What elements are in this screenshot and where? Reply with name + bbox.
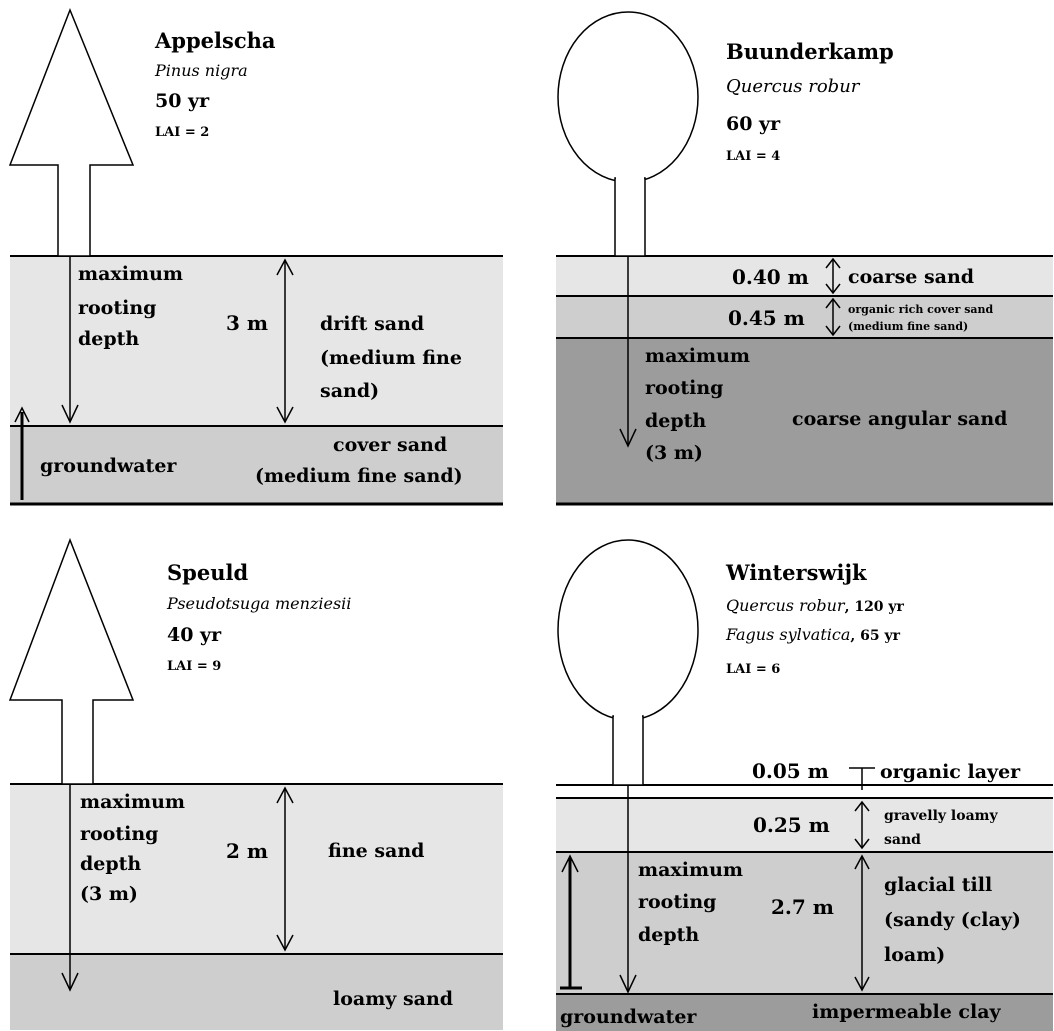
glacial-till-label-3: loam) — [884, 944, 945, 966]
cover-sand-label-2: (medium fine sand) — [255, 465, 463, 487]
layer-depth: 2 m — [226, 839, 268, 863]
species-name: Pinus nigra — [154, 61, 248, 80]
lai-value: LAI = 6 — [726, 662, 780, 677]
rooting-label-1: maximum — [645, 345, 750, 367]
stand-age: 60 yr — [726, 113, 781, 135]
site-name: Winterswijk — [725, 560, 867, 585]
layer-thickness-arrow — [276, 786, 294, 952]
conifer-tree-icon — [8, 7, 135, 257]
coarse-sand-layer — [556, 256, 1053, 296]
loamy-sand-label: loamy sand — [333, 988, 453, 1010]
impermeable-clay-label: impermeable clay — [812, 1001, 1002, 1023]
gravelly-sand-label-2: sand — [884, 832, 921, 848]
organic-sand-label-1: organic rich cover sand — [848, 303, 994, 316]
rooting-label-4: (3 m) — [645, 442, 703, 464]
cover-sand-label-1: cover sand — [333, 434, 447, 456]
coarse-angular-sand-label: coarse angular sand — [792, 408, 1007, 430]
fine-sand-label: fine sand — [328, 840, 424, 862]
panel-buunderkamp: Buunderkamp Quercus robur 60 yr LAI = 4 … — [556, 11, 1053, 506]
drift-sand-label-1: drift sand — [320, 313, 424, 335]
rooting-label-2: rooting — [80, 823, 158, 845]
panel-speuld: Speuld Pseudotsuga menziesii 40 yr LAI =… — [8, 537, 503, 1030]
organic-sand-thickness-arrow — [825, 297, 841, 337]
coarse-angular-sand-layer — [556, 338, 1053, 504]
glacial-till-layer — [556, 852, 1053, 994]
species-name: Quercus robur — [726, 76, 861, 97]
age-1: , 120 yr — [845, 599, 905, 615]
layer-thickness-arrow — [276, 258, 294, 424]
rooting-label-1: maximum — [638, 859, 743, 881]
lai-value: LAI = 2 — [155, 125, 209, 140]
rooting-depth-arrow — [61, 256, 79, 424]
organic-sand-label-2: (medium fine sand) — [848, 320, 968, 333]
glacial-till-label-2: (sandy (clay) — [884, 909, 1021, 931]
rooting-depth-arrow — [619, 785, 637, 994]
layer-depth: 3 m — [226, 311, 268, 335]
coarse-sand-label: coarse sand — [848, 266, 974, 288]
rooting-label-1: maximum — [78, 263, 183, 285]
species-line-2: Fagus sylvatica, 65 yr — [725, 625, 901, 644]
rooting-label-3: depth — [638, 924, 699, 946]
stand-age: 50 yr — [155, 90, 210, 112]
organic-layer-marker — [849, 767, 875, 790]
fine-sand-layer — [10, 784, 503, 954]
organic-cover-sand-layer — [556, 296, 1053, 338]
species-line-1: Quercus robur, 120 yr — [726, 596, 905, 615]
rooting-label-1: maximum — [80, 791, 185, 813]
impermeable-clay-layer — [556, 994, 1053, 1031]
rooting-label-2: rooting — [645, 377, 723, 399]
site-name: Appelscha — [154, 28, 276, 53]
organic-sand-depth: 0.45 m — [728, 306, 805, 330]
rooting-label-2: rooting — [78, 297, 156, 319]
rooting-label-4: (3 m) — [80, 883, 138, 905]
cover-sand-layer — [10, 426, 503, 504]
gravelly-sand-label-1: gravelly loamy — [884, 808, 998, 824]
gravelly-loamy-sand-layer — [556, 798, 1053, 852]
panel-winterswijk: Winterswijk Quercus robur, 120 yr Fagus … — [556, 539, 1053, 1031]
species-name: Pseudotsuga menziesii — [166, 594, 351, 613]
lai-value: LAI = 4 — [726, 149, 780, 164]
conifer-tree-icon — [8, 537, 135, 785]
glacial-till-depth: 2.7 m — [771, 895, 834, 919]
groundwater-arrow — [560, 854, 582, 990]
loamy-sand-layer — [10, 954, 503, 1030]
organic-layer-depth: 0.05 m — [752, 759, 829, 783]
species-name-2: Fagus sylvatica — [725, 625, 850, 644]
species-name-1: Quercus robur — [726, 596, 846, 615]
gravelly-sand-depth: 0.25 m — [753, 813, 830, 837]
drift-sand-label-3: sand) — [320, 380, 379, 402]
gravelly-sand-thickness-arrow — [854, 800, 870, 850]
groundwater-label: groundwater — [560, 1006, 697, 1028]
deciduous-tree-icon — [557, 539, 699, 786]
lai-value: LAI = 9 — [167, 659, 221, 674]
groundwater-arrow — [14, 406, 30, 500]
drift-sand-label-2: (medium fine — [320, 347, 462, 369]
glacial-till-thickness-arrow — [854, 854, 870, 992]
age-2: , 65 yr — [850, 628, 900, 644]
rooting-depth-arrow — [61, 784, 79, 992]
rooting-label-2: rooting — [638, 891, 716, 913]
organic-layer-label: organic layer — [880, 761, 1021, 783]
panel-appelscha: Appelscha Pinus nigra 50 yr LAI = 2 maxi… — [8, 7, 503, 506]
groundwater-label: groundwater — [40, 455, 177, 477]
site-name: Speuld — [167, 560, 248, 585]
stand-age: 40 yr — [167, 624, 222, 646]
drift-sand-layer — [10, 256, 503, 426]
deciduous-tree-icon — [557, 11, 699, 257]
rooting-depth-arrow — [619, 256, 637, 448]
coarse-sand-depth: 0.40 m — [732, 265, 809, 289]
rooting-label-3: depth — [78, 328, 139, 350]
coarse-sand-thickness-arrow — [825, 257, 841, 295]
site-name: Buunderkamp — [726, 39, 894, 64]
rooting-label-3: depth — [645, 410, 706, 432]
rooting-label-3: depth — [80, 853, 141, 875]
glacial-till-label-1: glacial till — [884, 874, 992, 896]
